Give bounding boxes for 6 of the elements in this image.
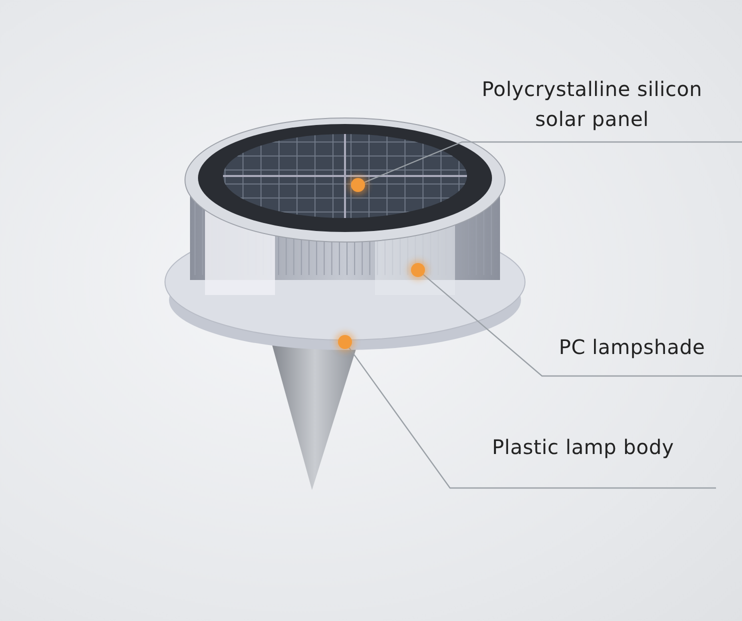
leader-line	[364, 141, 742, 183]
callout-label: PC lampshade	[558, 334, 706, 361]
leader-line	[422, 274, 742, 377]
callout-label: Polycrystalline silicon solar panel	[480, 76, 704, 133]
leader-line	[348, 347, 716, 489]
callout-label: Plastic lamp body	[492, 434, 674, 461]
